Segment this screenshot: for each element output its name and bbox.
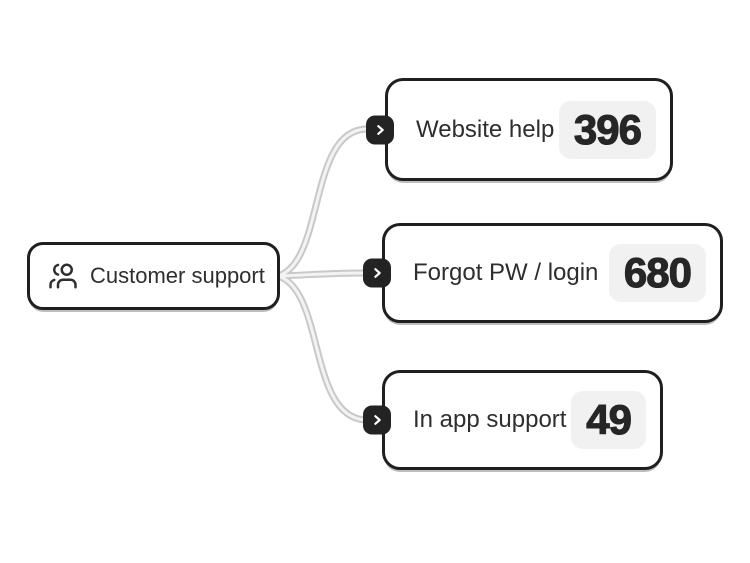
users-icon <box>48 261 78 291</box>
chevron-right-icon <box>373 268 381 278</box>
node-forgot-pw-login[interactable]: Forgot PW / login 680 <box>363 223 723 323</box>
root-node-label: Customer support <box>90 263 265 288</box>
chevron-right-icon <box>376 124 384 135</box>
connector-core <box>276 274 368 422</box>
connector-root-to-website-help <box>274 125 370 280</box>
node-website-help[interactable]: Website help 396 <box>366 78 673 181</box>
count-badge: 49 <box>571 391 646 449</box>
node-in-app-support[interactable]: In app support 49 <box>363 370 663 470</box>
connector-core <box>276 127 368 278</box>
child-node-label: Website help <box>416 115 555 143</box>
chevron-right-icon <box>373 415 381 425</box>
child-node-label: In app support <box>413 406 567 433</box>
connector-root-to-in-app <box>274 272 370 424</box>
collapse-toggle[interactable] <box>366 115 394 144</box>
count-badge: 396 <box>558 100 656 159</box>
connector-core <box>276 271 365 278</box>
collapse-toggle[interactable] <box>363 258 391 288</box>
collapse-toggle[interactable] <box>363 405 391 435</box>
node-customer-support[interactable]: Customer support <box>27 242 280 310</box>
child-node-label: Forgot PW / login <box>413 259 599 286</box>
count-badge: 680 <box>608 244 706 302</box>
